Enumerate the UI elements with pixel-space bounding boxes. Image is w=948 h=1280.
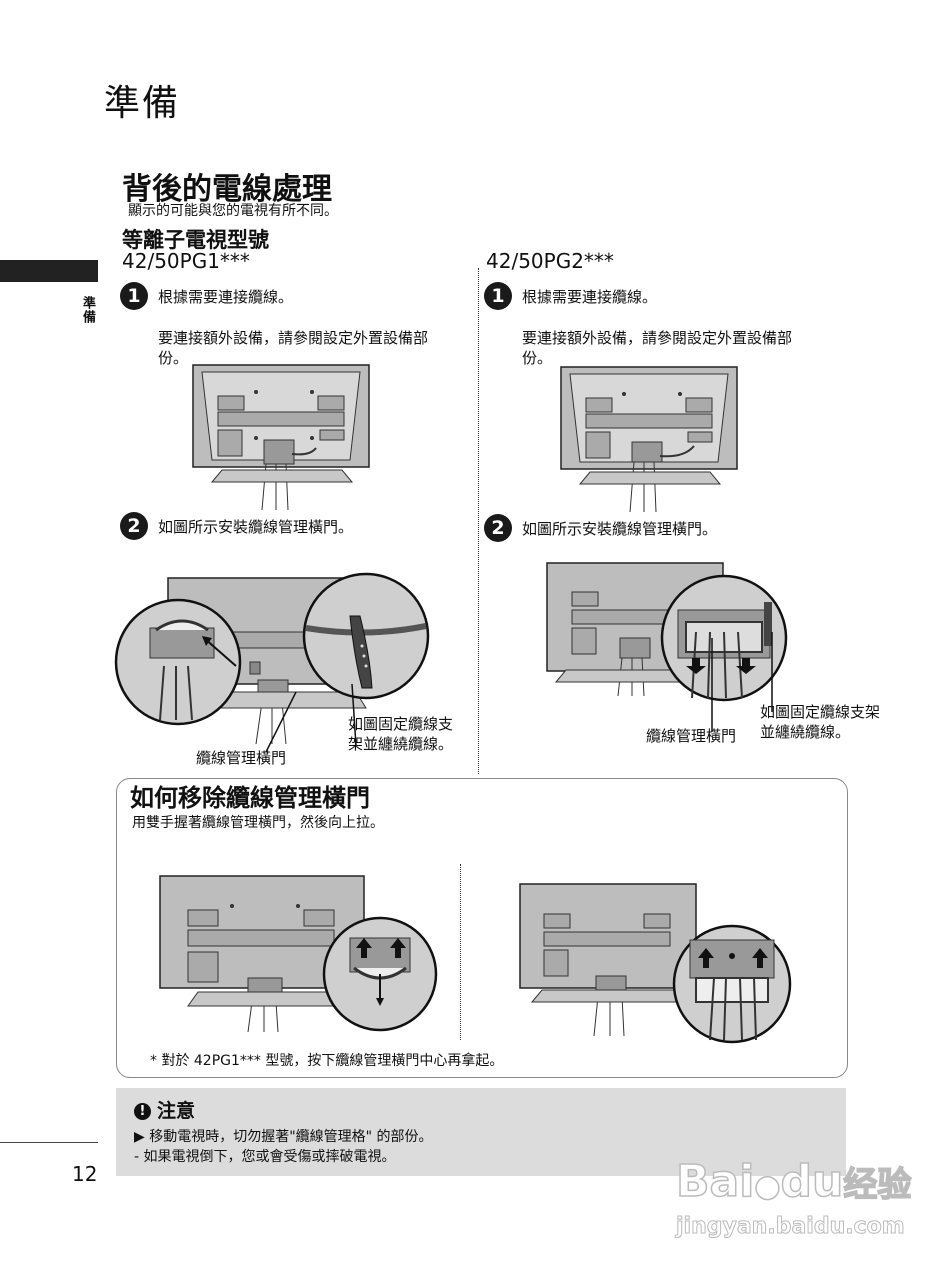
step-2-text: 如圖所示安裝纜線管理橫門。 bbox=[158, 518, 354, 536]
left-callout-door: 纜線管理橫門 bbox=[196, 749, 287, 767]
step-1-para-right-line2: 份。 bbox=[522, 349, 553, 367]
step-1-para-line1: 要連接額外設備，請參閱設定外置設備部 bbox=[158, 329, 429, 347]
watermark-brand-cn: 经验 bbox=[843, 1164, 913, 1206]
caution-line-2: - 如果電視倒下，您或會受傷或摔破電視。 bbox=[134, 1149, 396, 1165]
remove-description: 用雙手握著纜線管理橫門，然後向上拉。 bbox=[132, 815, 384, 831]
column-divider bbox=[478, 268, 479, 774]
watermark-logo: Bai●du经验 bbox=[675, 1155, 913, 1208]
caution-box bbox=[116, 1088, 846, 1176]
step-1-badge-right: 1 bbox=[484, 282, 512, 310]
step-2-text-right: 如圖所示安裝纜線管理橫門。 bbox=[522, 520, 718, 538]
right-callout-door: 纜線管理橫門 bbox=[646, 727, 737, 745]
tv-remove-illustration-right bbox=[519, 883, 792, 1044]
model-heading: 等離子電視型號 bbox=[122, 228, 269, 252]
display-note: 顯示的可能與您的電視有所不同。 bbox=[128, 203, 338, 219]
page-number-rule bbox=[0, 1142, 98, 1143]
left-callout-fix-line2: 架並纏繞纜線。 bbox=[348, 735, 454, 753]
chapter-title: 準備 bbox=[104, 83, 181, 124]
remove-divider bbox=[460, 864, 461, 1040]
remove-section-box bbox=[116, 778, 848, 1078]
side-tab-bar bbox=[0, 260, 98, 282]
tv-rear-illustration-right-1 bbox=[560, 366, 738, 513]
model-left: 42/50PG1*** bbox=[122, 249, 250, 273]
tv-rear-illustration-left-1 bbox=[192, 364, 370, 511]
step-1-para-right-line1: 要連接額外設備，請參閱設定外置設備部 bbox=[522, 329, 793, 347]
tv-cable-door-illustration-left bbox=[114, 572, 430, 753]
warning-icon: ! bbox=[134, 1103, 151, 1120]
step-2-badge: 2 bbox=[120, 512, 148, 540]
section-title: 背後的電線處理 bbox=[122, 172, 332, 207]
caution-heading: ! 注意 bbox=[134, 1096, 195, 1123]
watermark-brand: Bai bbox=[675, 1155, 755, 1208]
remove-title: 如何移除纜線管理橫門 bbox=[130, 784, 370, 812]
tv-cable-door-illustration-right bbox=[546, 562, 788, 732]
step-1-text-right: 根據需要連接纜線。 bbox=[522, 288, 658, 306]
page-number: 12 bbox=[72, 1162, 98, 1186]
step-2-badge-right: 2 bbox=[484, 514, 512, 542]
step-1-badge: 1 bbox=[120, 282, 148, 310]
step-1-text: 根據需要連接纜線。 bbox=[158, 288, 294, 306]
watermark-brand-mid: du bbox=[780, 1155, 844, 1208]
caution-line-1: ▶ 移動電視時，切勿握著"纜線管理格" 的部份。 bbox=[134, 1129, 433, 1145]
caution-title: 注意 bbox=[157, 1100, 196, 1122]
right-callout-fix-line1: 如圖固定纜線支架 bbox=[760, 703, 881, 721]
tv-remove-illustration-left bbox=[159, 875, 438, 1033]
step-1-para-line2: 份。 bbox=[158, 349, 189, 367]
paw-icon: ● bbox=[754, 1168, 782, 1205]
remove-footnote: * 對於 42PG1*** 型號，按下纜線管理橫門中心再拿起。 bbox=[150, 1053, 504, 1069]
model-right: 42/50PG2*** bbox=[486, 249, 614, 273]
watermark-url: jingyan.baidu.com bbox=[676, 1214, 906, 1240]
left-callout-fix-line1: 如圖固定纜線支 bbox=[348, 715, 454, 733]
right-callout-fix-line2: 並纏繞纜線。 bbox=[760, 723, 851, 741]
side-tab-label: 準備 bbox=[80, 296, 95, 324]
